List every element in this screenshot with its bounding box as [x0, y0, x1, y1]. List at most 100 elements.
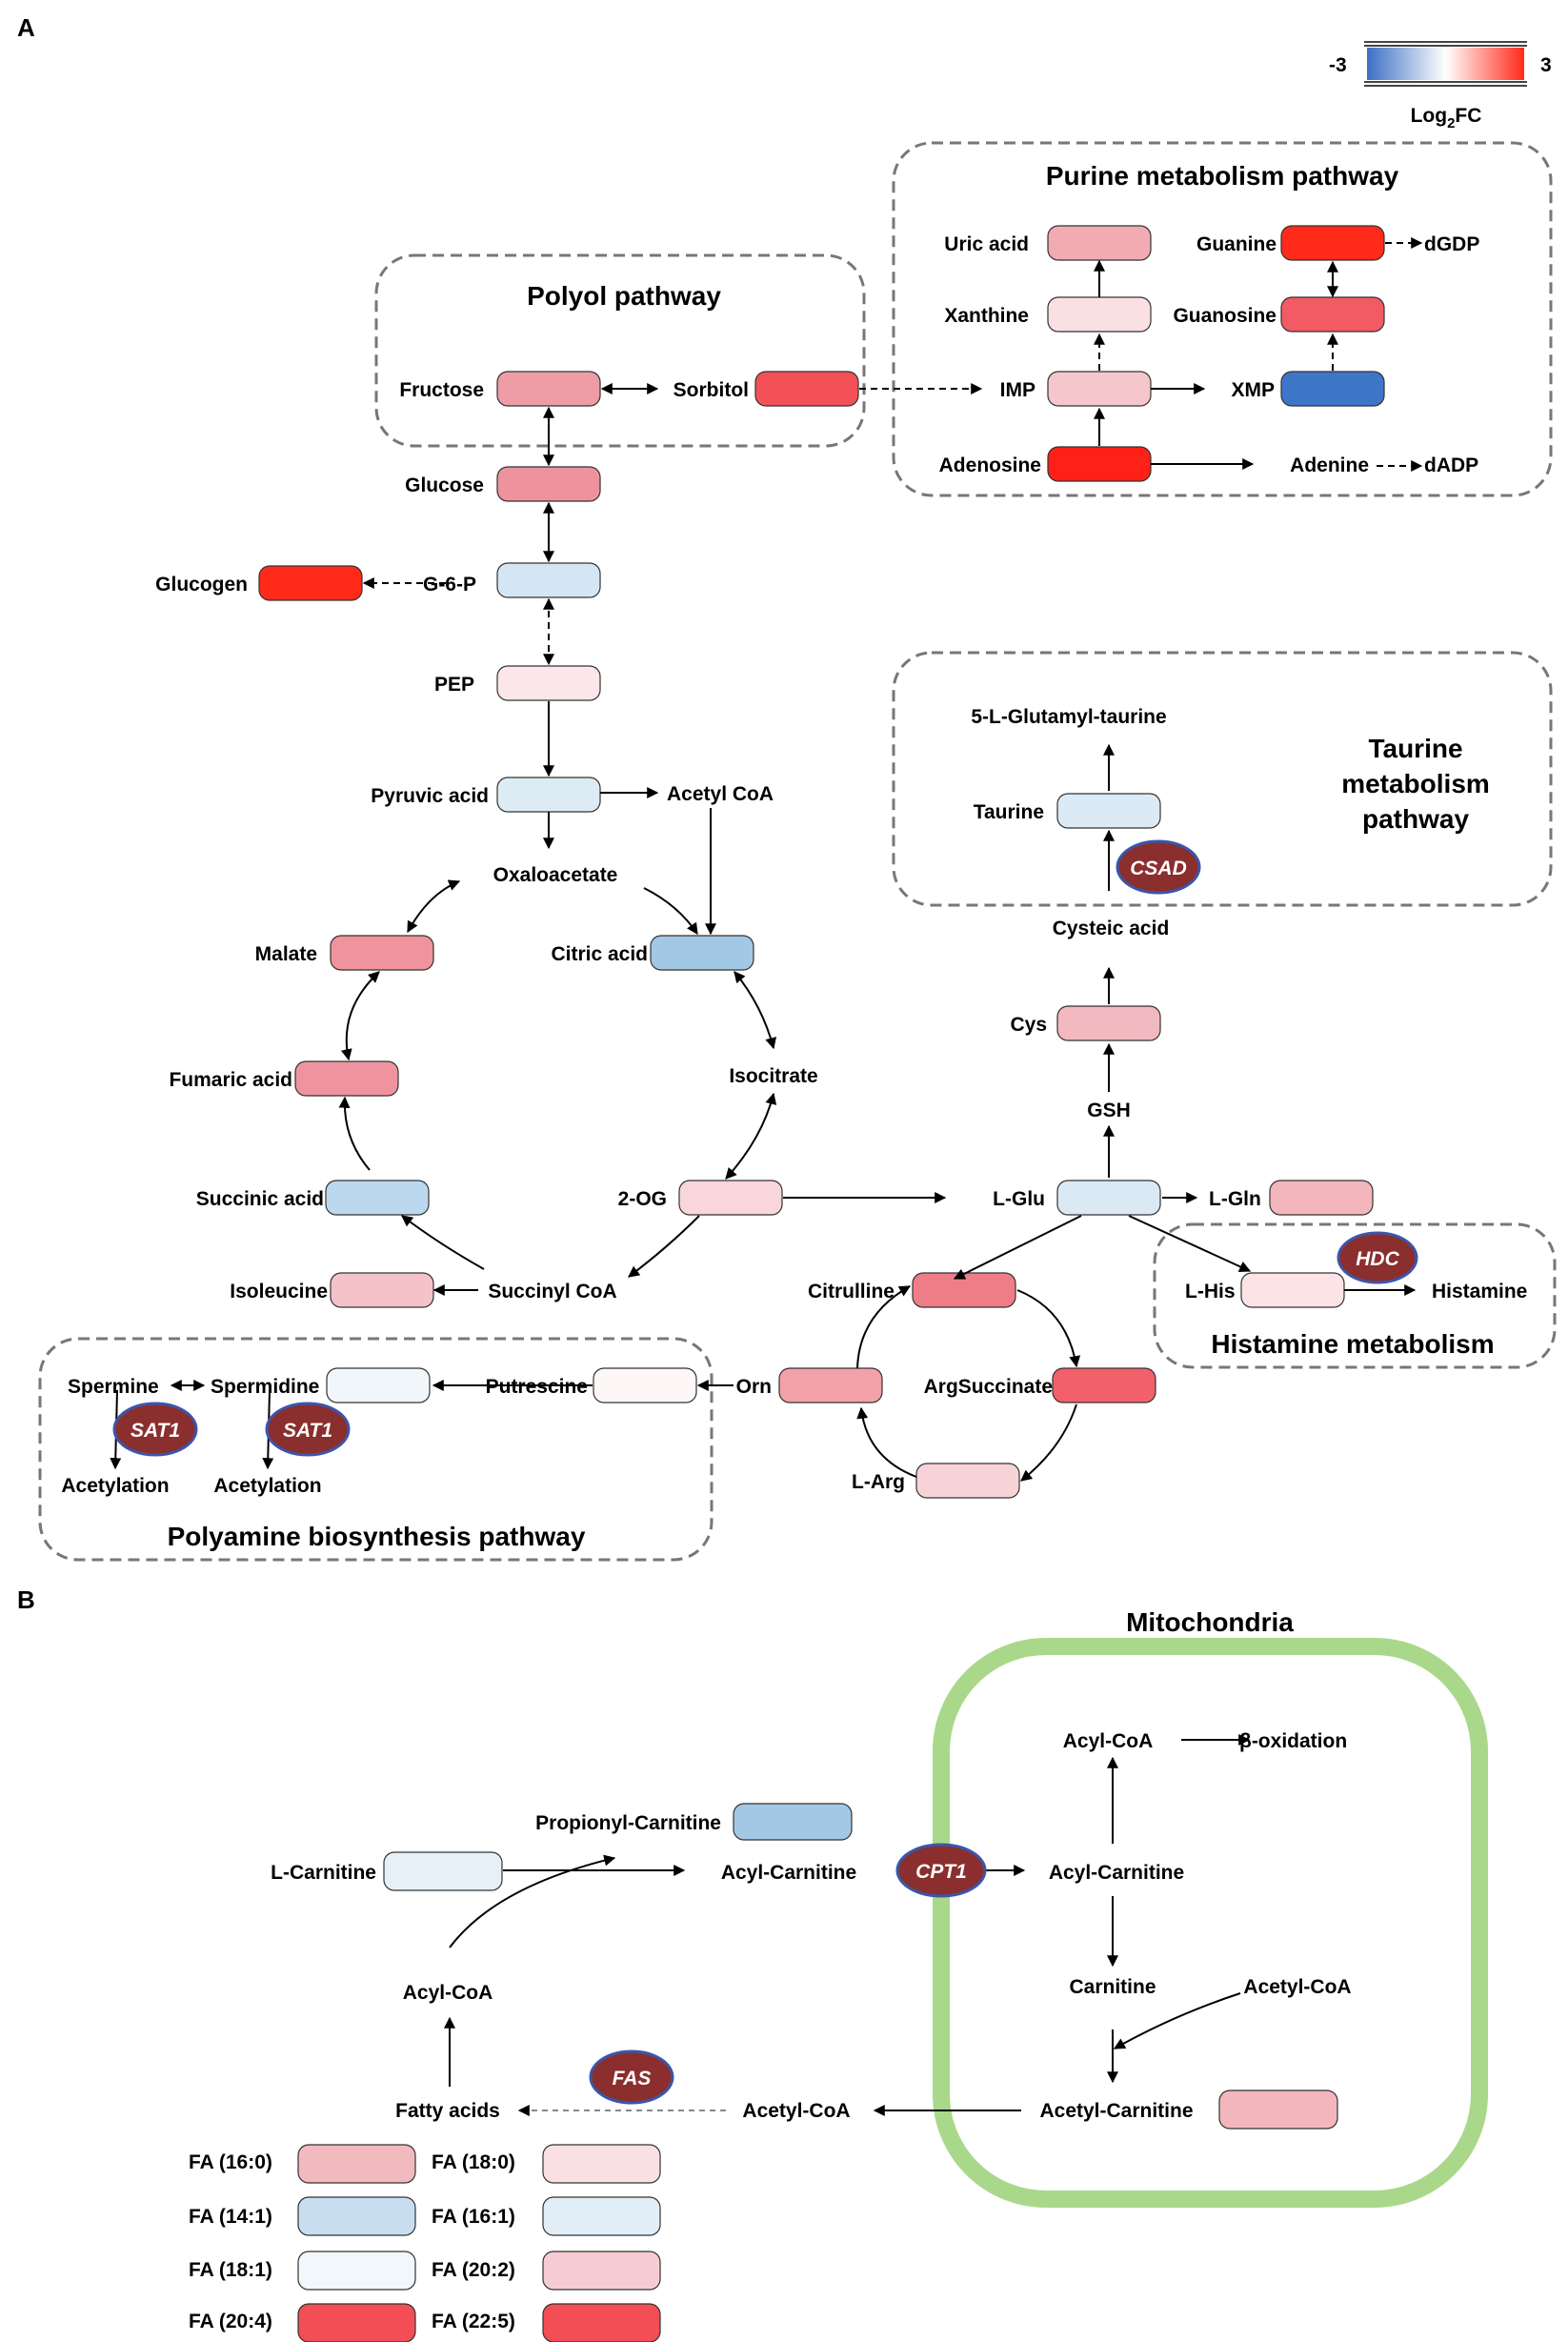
- fatty-acid-label: FA (20:2): [432, 2259, 515, 2281]
- isoleucine-box: [330, 1272, 434, 1308]
- g6p-box: [496, 562, 601, 598]
- citrulline-label: Citrulline: [808, 1281, 895, 1302]
- l-carnitine-box: [383, 1851, 503, 1891]
- metabolite-labels: Uric acid Xanthine IMP Adenosine Guanine…: [61, 233, 1527, 2122]
- 2og-label: 2-OG: [618, 1188, 667, 1210]
- acetyl-coa-label: Acetyl-CoA: [742, 2100, 850, 2122]
- acyl-coa-mito-label: Acyl-CoA: [1063, 1730, 1154, 1752]
- enzyme-fas: FAS: [589, 2049, 674, 2105]
- fatty-acid-label: FA (20:4): [189, 2311, 272, 2332]
- mitochondria-membrane: [933, 1638, 1488, 2208]
- fatty-acid-box: [542, 2196, 661, 2236]
- propionyl-carnitine-label: Propionyl-Carnitine: [535, 1812, 721, 1834]
- isocitrate-label: Isocitrate: [729, 1065, 817, 1087]
- enzyme-hdc-label: HDC: [1356, 1248, 1399, 1270]
- pyruvic-acid-label: Pyruvic acid: [371, 785, 489, 807]
- pyruvic-acid-box: [496, 777, 601, 813]
- argsuccinate-label: ArgSuccinate: [924, 1376, 1053, 1398]
- fatty-acid-label: FA (22:5): [432, 2311, 515, 2332]
- citric-acid-label: Citric acid: [551, 943, 648, 965]
- fatty-acid-label: FA (18:1): [189, 2259, 272, 2281]
- taurine-label: Taurine: [974, 801, 1044, 823]
- enzyme-ovals: CSAD HDC SAT1 SAT1 CPT1 FAS: [112, 839, 1418, 2105]
- fatty-acid-box: [297, 2303, 416, 2342]
- fructose-box: [496, 371, 601, 407]
- enzyme-cpt1-label: CPT1: [915, 1861, 967, 1883]
- cysteic-acid-label: Cysteic acid: [1053, 918, 1170, 939]
- acetylation-label: Acetylation: [213, 1475, 321, 1497]
- oxaloacetate-label: Oxaloacetate: [493, 864, 618, 886]
- imp-box: [1047, 371, 1152, 407]
- succinyl-coa-label: Succinyl CoA: [488, 1281, 616, 1302]
- beta-oxidation-label: β-oxidation: [1239, 1730, 1347, 1752]
- pep-box: [496, 665, 601, 701]
- sorbitol-box: [754, 371, 859, 407]
- malate-label: Malate: [255, 943, 317, 965]
- l-arg-label: L-Arg: [852, 1471, 905, 1493]
- dgdp-label: dGDP: [1424, 233, 1479, 255]
- sorbitol-label: Sorbitol: [673, 379, 749, 401]
- l-glu-box: [1056, 1180, 1161, 1216]
- cys-label: Cys: [1010, 1014, 1047, 1036]
- fructose-label: Fructose: [399, 379, 484, 401]
- l-carnitine-label: L-Carnitine: [271, 1862, 376, 1884]
- acetyl-carnitine-box: [1218, 2090, 1338, 2130]
- fumaric-acid-label: Fumaric acid: [169, 1069, 292, 1091]
- enzyme-sat1: SAT1: [112, 1402, 198, 1457]
- spermidine-box: [326, 1367, 431, 1403]
- enzyme-sat1-label: SAT1: [283, 1420, 332, 1442]
- fatty-acid-list: FA (16:0) FA (18:0) FA (14:1) FA (16:1) …: [189, 2144, 661, 2342]
- glucogen-label: Glucogen: [155, 574, 248, 596]
- carnitine-label: Carnitine: [1069, 1976, 1156, 1998]
- citrulline-box: [912, 1272, 1016, 1308]
- cys-box: [1056, 1005, 1161, 1041]
- guanine-label: Guanine: [1196, 233, 1277, 255]
- enzyme-csad-label: CSAD: [1130, 858, 1187, 879]
- polyamine-region: [38, 1337, 714, 1562]
- succinic-acid-label: Succinic acid: [196, 1188, 324, 1210]
- polyamine-region-title: Polyamine biosynthesis pathway: [168, 1522, 586, 1551]
- enzyme-sat1-label: SAT1: [131, 1420, 180, 1442]
- legend-min-label: -3: [1329, 54, 1347, 76]
- fatty-acid-box: [542, 2251, 661, 2291]
- guanosine-label: Guanosine: [1173, 305, 1277, 327]
- g6p-label: G-6-P: [423, 574, 476, 596]
- adenosine-box: [1047, 446, 1152, 482]
- isoleucine-label: Isoleucine: [230, 1281, 328, 1302]
- 2og-box: [678, 1180, 783, 1216]
- legend-max-label: 3: [1540, 54, 1552, 76]
- legend-title: Log2FC: [1411, 105, 1482, 131]
- acetyl-coa-label: Acetyl CoA: [667, 783, 774, 805]
- mitochondria-title: Mitochondria: [1126, 1607, 1294, 1637]
- panel-label-b: B: [17, 1585, 35, 1614]
- acetyl-carnitine-label: Acetyl-Carnitine: [1039, 2100, 1193, 2122]
- propionyl-carnitine-box: [733, 1803, 853, 1841]
- enzyme-cpt1: CPT1: [895, 1843, 987, 1898]
- histamine-region: [1153, 1222, 1557, 1369]
- malate-box: [330, 935, 434, 971]
- metabolite-boxes: [258, 225, 1385, 2130]
- fatty-acid-label: FA (18:0): [432, 2151, 515, 2173]
- fatty-acid-label: FA (16:0): [189, 2151, 272, 2173]
- glucose-box: [496, 466, 601, 502]
- taurine-region-title-line3: pathway: [1362, 804, 1469, 834]
- adenine-label: Adenine: [1290, 454, 1369, 476]
- l-his-label: L-His: [1185, 1281, 1236, 1302]
- fatty-acids-label: Fatty acids: [395, 2100, 500, 2122]
- succinic-acid-box: [325, 1180, 430, 1216]
- legend-colorbar: [1367, 48, 1524, 80]
- purine-region: [892, 141, 1553, 497]
- glucogen-box: [258, 565, 363, 601]
- uric-acid-label: Uric acid: [944, 233, 1029, 255]
- legend: -3 3 Log2FC: [1329, 41, 1552, 131]
- polyol-region-title: Polyol pathway: [527, 281, 721, 311]
- reaction-arrows: [110, 237, 1423, 2116]
- l-glu-label: L-Glu: [993, 1188, 1045, 1210]
- putrescine-box: [593, 1367, 697, 1403]
- acetylation-label: Acetylation: [61, 1475, 169, 1497]
- fatty-acid-box: [542, 2144, 661, 2184]
- taurine-region-title-line2: metabolism: [1341, 769, 1490, 798]
- fatty-acid-label: FA (14:1): [189, 2206, 272, 2228]
- guanine-box: [1280, 225, 1385, 261]
